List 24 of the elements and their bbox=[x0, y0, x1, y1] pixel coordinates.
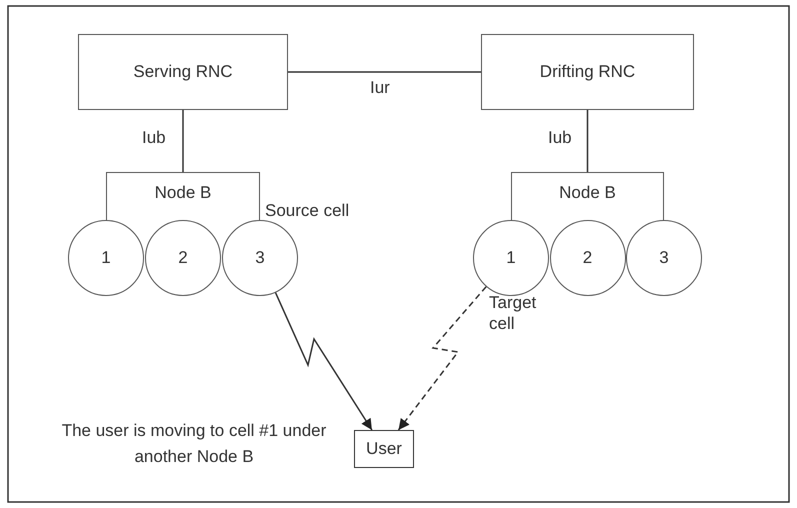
cell-caption: Target cell bbox=[489, 292, 538, 334]
node-label: Serving RNC bbox=[133, 62, 233, 82]
cell-number: 1 bbox=[506, 248, 516, 268]
rnc-box bbox=[78, 34, 288, 110]
radio-link-arrow bbox=[274, 292, 373, 430]
rnc-box bbox=[481, 34, 694, 110]
user-box bbox=[354, 430, 414, 468]
node-label: Drifting RNC bbox=[540, 62, 636, 82]
radio-link-arrow bbox=[398, 286, 487, 430]
cell-number: 3 bbox=[659, 248, 669, 268]
interface-line bbox=[182, 110, 184, 172]
interface-line bbox=[586, 110, 588, 172]
note-text: The user is moving to cell #1 under another Node B bbox=[60, 420, 328, 468]
interface-line bbox=[288, 71, 481, 73]
node-label: Node B bbox=[559, 183, 616, 203]
cell-caption: Source cell bbox=[265, 201, 350, 221]
cell-number: 3 bbox=[255, 248, 265, 268]
node-label: User bbox=[366, 439, 402, 459]
node-b-box bbox=[106, 172, 260, 220]
cell-number: 1 bbox=[101, 248, 111, 268]
cell-number: 2 bbox=[178, 248, 188, 268]
node-label: Node B bbox=[154, 183, 212, 203]
cell-number: 2 bbox=[582, 248, 592, 268]
node-b-box bbox=[511, 172, 664, 220]
